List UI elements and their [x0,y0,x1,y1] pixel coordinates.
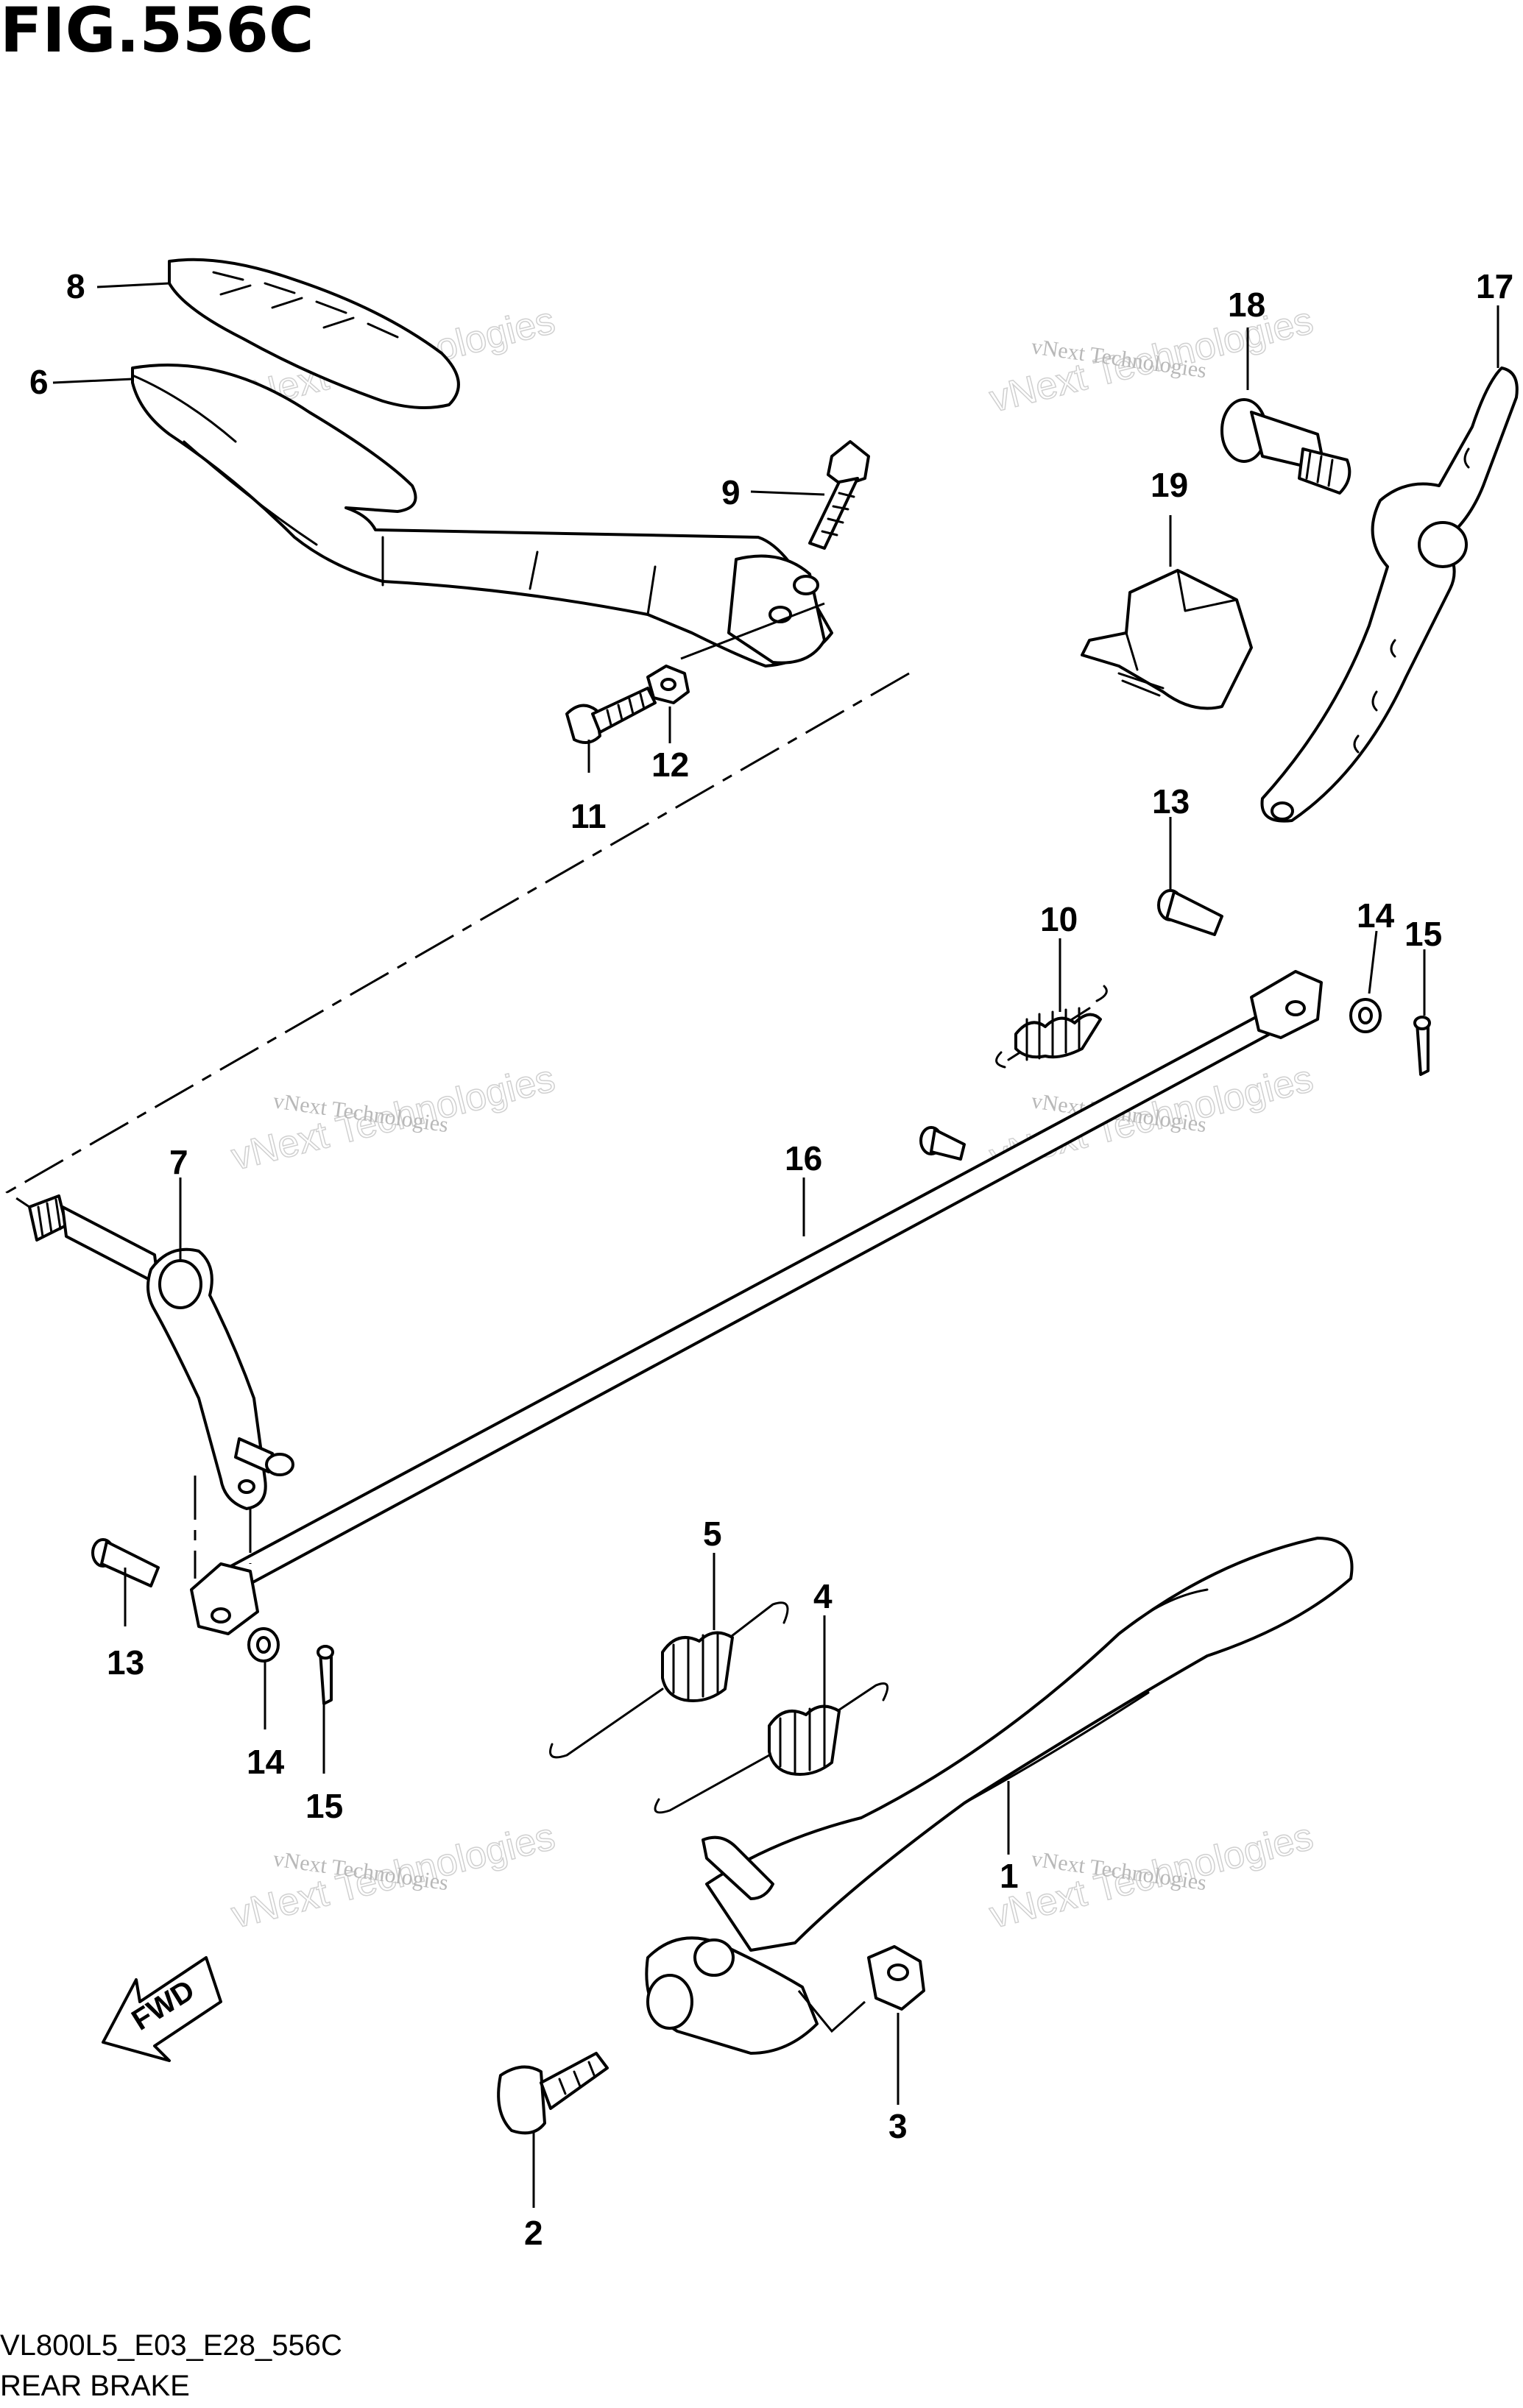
side-stand-1 [645,1537,1354,2055]
callout-8: 8 [66,267,85,305]
clevis-pin-13-right [1157,889,1223,936]
nut-3 [867,1945,925,2011]
callout-10: 10 [1040,900,1078,938]
callout-15-right: 15 [1404,915,1442,953]
lever-arm-17 [1260,366,1519,823]
callout-13-left: 13 [107,1643,144,1682]
washer-14-left [247,1627,280,1662]
callout-15-left: 15 [305,1787,343,1825]
cotter-pin-15-left [317,1645,334,1705]
cover-19 [1081,569,1253,710]
callout-labels: 8 6 9 11 12 18 19 17 13 14 15 10 16 7 13… [29,267,1513,2252]
callout-14-left: 14 [247,1743,285,1781]
callout-16: 16 [785,1139,822,1178]
pedal-clevis [727,554,826,665]
callout-5: 5 [703,1515,722,1553]
nut-12 [646,665,690,704]
callout-1: 1 [1000,1857,1019,1895]
assembly-dash-line [5,672,910,1216]
callout-19: 19 [1151,466,1188,504]
callout-4: 4 [813,1577,833,1615]
callout-11: 11 [570,797,607,835]
figure-title: FIG.556C [0,0,314,66]
cotter-pin-15-right [1413,1016,1431,1076]
leader-3-stand [797,1990,866,2033]
brake-pedal-arm [131,364,833,667]
callout-12: 12 [651,746,689,784]
bolt-9 [808,440,870,550]
spring-4 [654,1682,889,1814]
pedal-rubber [168,258,460,409]
clevis-pin-13-left [91,1538,160,1587]
leader-12-pedal [680,602,825,660]
callout-2: 2 [524,2214,543,2252]
forward-arrow-icon: FWD [102,1956,222,2062]
section-name: REAR BRAKE [0,2370,190,2402]
bolt-2 [497,2052,609,2135]
brake-rod-16 [190,970,1323,1635]
callout-7: 7 [169,1143,188,1181]
callout-9: 9 [721,473,741,511]
callout-leaders [52,282,1499,2208]
callout-18: 18 [1228,286,1265,324]
bolt-11 [565,687,657,744]
shaft-lever-7 [28,1194,294,1510]
callout-17: 17 [1476,267,1513,305]
washer-14-right [1349,998,1382,1033]
pivot-pin-18 [1220,398,1351,495]
callout-14-right: 14 [1357,896,1395,935]
model-code: VL800L5_E03_E28_556C [0,2329,342,2362]
lever-rod-dash [194,1476,252,1579]
callout-3: 3 [888,2107,908,2145]
callout-13-right: 13 [1152,782,1190,821]
spring-5 [549,1601,789,1759]
spring-10 [995,985,1108,1069]
callout-6: 6 [29,363,49,401]
